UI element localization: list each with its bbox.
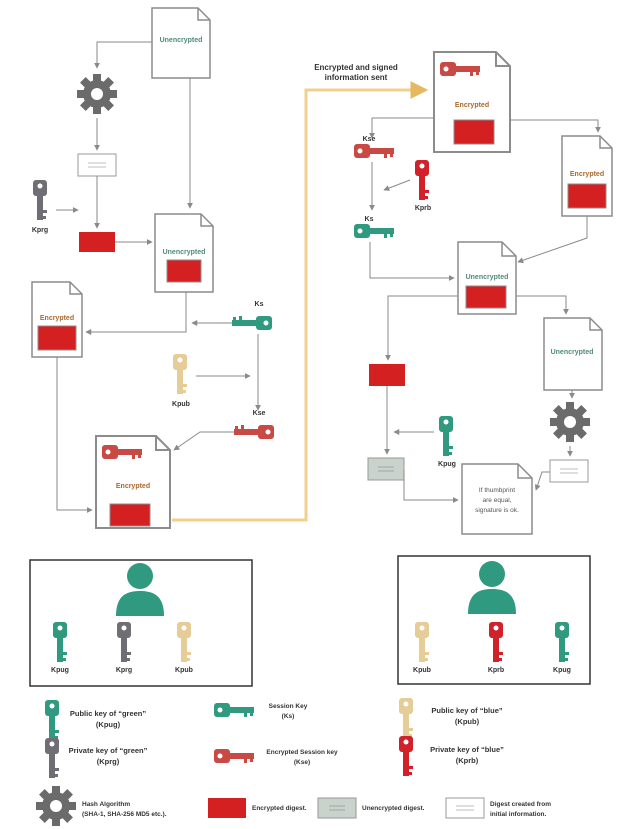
legend-hash-2: (SHA-1, SHA-256 MD5 etc.). — [82, 811, 167, 818]
receiver-ks-key: Ks — [354, 216, 394, 238]
transfer-label-line2: information sent — [325, 73, 388, 82]
receiver-doc-mid-label: Unencrypted — [466, 274, 509, 281]
legend-encrypted-digest: Encrypted digest. — [208, 798, 307, 818]
legend-encrypted-session-key: Encrypted Session key (Kse) — [214, 749, 338, 766]
legend-pub-green-1: Public key of “green” — [70, 709, 147, 718]
legend-priv-green-2: (Kprg) — [97, 757, 120, 766]
legend-priv-green-1: Private key of “green” — [69, 746, 148, 755]
legend-public-green: Public key of “green” (Kpug) — [45, 700, 146, 740]
receiver-kpug-key: Kpug — [438, 416, 456, 468]
receiver-doc-encrypted-right: Encrypted — [561, 135, 613, 217]
blue-box-kpub-key: Kpub — [413, 622, 431, 674]
sender-kprg-label: Kprg — [32, 227, 48, 234]
legend-digest-created: Digest created from initial information. — [445, 797, 551, 819]
receiver-doc-right-label: Encrypted — [570, 171, 604, 178]
sender-ks-label: Ks — [255, 301, 264, 308]
green-user-box: Kpug Kprg Kpub — [29, 559, 253, 687]
legend-public-blue: Public key of “blue” (Kpub) — [399, 698, 503, 738]
transfer-arrow — [172, 81, 429, 522]
sender-doc-left-label: Encrypted — [40, 315, 74, 322]
legend-private-blue: Private key of “blue” (Kprb) — [399, 736, 504, 776]
blue-box-kprb-key: Kprb — [488, 622, 504, 674]
transfer-label-line1: Encrypted and signed — [314, 63, 398, 72]
legend-hash-1: Hash Algorithm — [82, 801, 130, 808]
gear-icon — [77, 74, 117, 114]
green-box-kpug-key: Kpug — [51, 622, 69, 674]
sender-ks-key: Ks — [232, 301, 272, 330]
legend-created-1: Digest created from — [490, 801, 551, 808]
legend-pub-green-2: (Kpug) — [96, 720, 121, 729]
green-box-kpub-label: Kpub — [175, 667, 193, 674]
legend-pub-blue-2: (Kpub) — [455, 717, 480, 726]
gear-icon — [36, 786, 76, 826]
blue-box-kpub-label: Kpub — [413, 667, 431, 674]
legend-created-2: initial information. — [490, 811, 547, 818]
receiver-digest-created — [549, 459, 589, 483]
receiver-doc-unencrypted-right: Unencrypted — [543, 317, 603, 391]
sender-doc-mid-label: Unencrypted — [163, 249, 206, 256]
receiver-kprb-key: Kprb — [415, 160, 431, 212]
blue-user-box: Kpub Kprb Kpug — [397, 555, 591, 685]
blue-box-kprb-label: Kprb — [488, 667, 504, 674]
compare-text-3: signature is ok. — [475, 507, 519, 514]
receiver-arrows — [369, 117, 601, 503]
receiver-encrypted-digest — [369, 364, 405, 386]
sender-doc-encrypted-bottom: Encrypted — [95, 435, 171, 529]
receiver-kprb-label: Kprb — [415, 205, 431, 212]
compare-text-2: are equal, — [483, 497, 512, 504]
receiver-ks-label: Ks — [365, 216, 374, 223]
legend: Public key of “green” (Kpug) Session Key… — [36, 698, 551, 826]
legend-unencrypted-digest: Unencrypted digest. — [317, 797, 425, 819]
receiver-compare-doc: If thumbprint are equal, signature is ok… — [461, 463, 533, 535]
receiver-doc-top-label: Encrypted — [455, 102, 489, 109]
sender-kpub-label: Kpub — [172, 401, 190, 408]
legend-session-key: Session Key (Ks) — [214, 703, 308, 720]
receiver-kse-label: Kse — [363, 136, 376, 143]
sender-doc-encrypted-left: Encrypted — [31, 281, 83, 358]
green-box-kpug-label: Kpug — [51, 667, 69, 674]
legend-session-1: Session Key — [269, 703, 308, 710]
sender-arrows — [56, 41, 261, 513]
sender-kse-label: Kse — [253, 410, 266, 417]
legend-session-2: (Ks) — [282, 713, 295, 720]
legend-unenc-digest: Unencrypted digest. — [362, 805, 425, 812]
blue-box-kpug-label: Kpug — [553, 667, 571, 674]
sender-doc-unencrypted-mid: Unencrypted — [154, 213, 214, 293]
sender-doc-bottom-label: Encrypted — [116, 483, 150, 490]
sender-kpub-key: Kpub — [172, 354, 190, 408]
legend-private-green: Private key of “green” (Kprg) — [45, 738, 148, 778]
sender-doc-top-label: Unencrypted — [160, 37, 203, 44]
receiver-doc-right2-label: Unencrypted — [551, 349, 594, 356]
green-box-kprg-key: Kprg — [116, 622, 132, 674]
receiver-unencrypted-digest — [367, 457, 405, 481]
receiver-kse-key: Kse — [354, 136, 394, 158]
legend-enc-digest: Encrypted digest. — [252, 805, 307, 812]
blue-box-kpug-key: Kpug — [553, 622, 571, 674]
gear-icon — [550, 402, 590, 442]
legend-hash-algorithm: Hash Algorithm (SHA-1, SHA-256 MD5 etc.)… — [36, 786, 167, 826]
green-box-kprg-label: Kprg — [116, 667, 132, 674]
sender-encrypted-digest — [79, 232, 115, 252]
sender-digest-created — [77, 153, 117, 177]
legend-priv-blue-2: (Kprb) — [456, 756, 479, 765]
legend-pub-blue-1: Public key of “blue” — [431, 706, 503, 715]
receiver-doc-unencrypted-mid: Unencrypted — [457, 241, 517, 315]
legend-priv-blue-1: Private key of “blue” — [430, 745, 504, 754]
sender-kprg-key: Kprg — [32, 180, 48, 234]
sender-doc-unencrypted-top: Unencrypted — [151, 7, 211, 79]
receiver-kpug-label: Kpug — [438, 461, 456, 468]
compare-text-1: If thumbprint — [479, 487, 515, 494]
legend-enc-session-1: Encrypted Session key — [266, 749, 338, 756]
sender-kse-key: Kse — [234, 410, 274, 439]
legend-enc-session-2: (Kse) — [294, 759, 310, 766]
receiver-doc-encrypted-top: Encrypted — [433, 51, 511, 153]
green-box-kpub-key: Kpub — [175, 622, 193, 674]
